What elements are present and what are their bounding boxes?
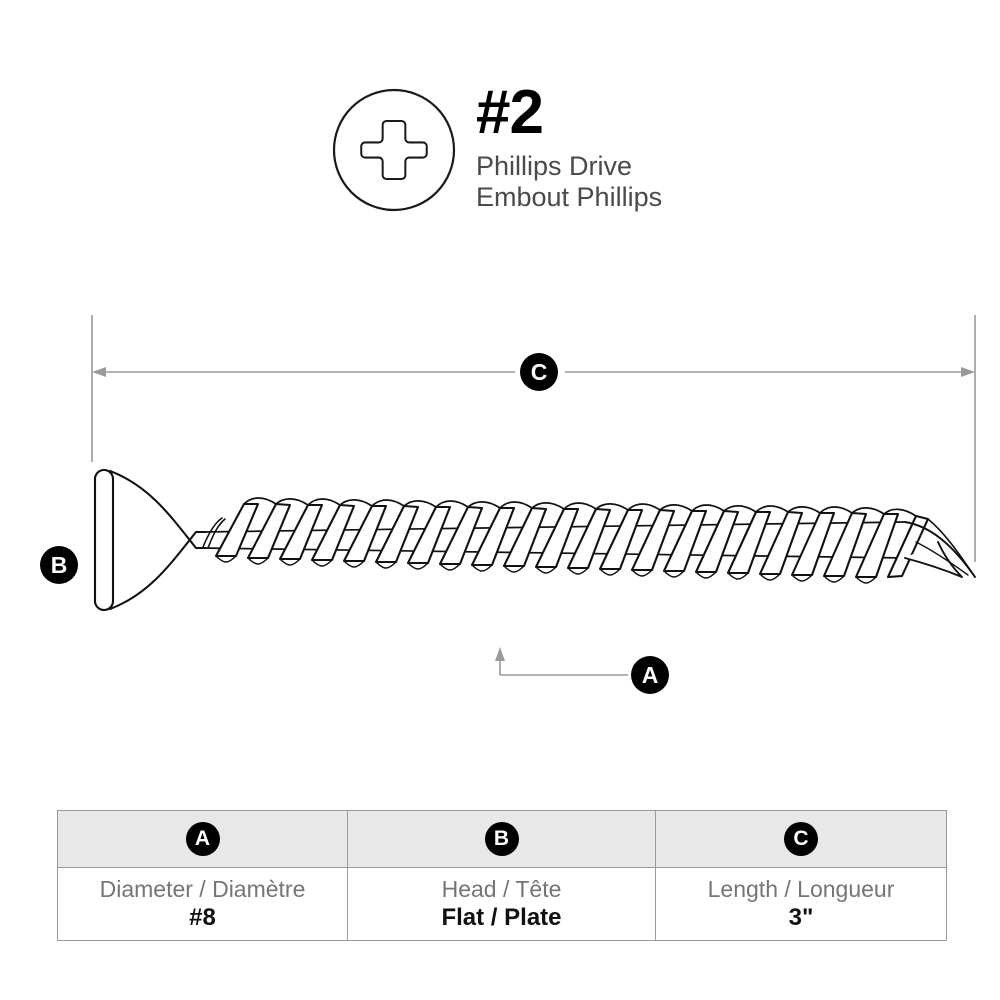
screw-threads	[214, 497, 900, 584]
screw-body	[93, 468, 976, 612]
dimension-line-c	[91, 315, 976, 562]
head-label: Head / Tête	[441, 876, 562, 902]
length-value: 3"	[788, 904, 814, 931]
leader-line-a	[495, 647, 628, 676]
table-badge-b: B	[484, 822, 519, 856]
diameter-label: Diameter / Diamètre	[99, 876, 306, 902]
table-badge-c: C	[784, 822, 818, 856]
length-label: Length / Longueur	[707, 876, 895, 902]
table-badge-a: A	[185, 822, 220, 856]
drive-name-french: Embout Phillips	[476, 182, 663, 212]
drive-type-text: #2 Phillips Drive Embout Phillips	[476, 82, 746, 213]
table-header-row: A B C	[57, 810, 947, 868]
drive-name-english: Phillips Drive	[476, 151, 633, 181]
table-cell-diameter: Diameter / Diamètre #8	[57, 867, 348, 941]
table-cell-head: Head / Tête Flat / Plate	[347, 867, 656, 941]
table-header-cell-b: B	[347, 810, 656, 868]
table-cell-length: Length / Longueur 3"	[655, 867, 947, 941]
callout-badge-a: A	[631, 656, 669, 694]
diameter-value: #8	[189, 904, 216, 931]
phillips-drive-cross-icon	[330, 86, 458, 214]
callout-badge-b: B	[40, 546, 78, 584]
drive-size-label: #2	[476, 78, 544, 147]
callout-badge-c: C	[520, 353, 558, 391]
table-header-cell-c: C	[655, 810, 947, 868]
screw-point	[883, 508, 976, 579]
table-value-row: Diameter / Diamètre #8 Head / Tête Flat …	[57, 867, 947, 941]
head-value: Flat / Plate	[441, 904, 562, 931]
specification-table: A B C Diameter / Diamètre #8 Head / Tête…	[57, 810, 947, 941]
drive-type-block: #2 Phillips Drive Embout Phillips	[330, 82, 750, 227]
screw-diagram	[0, 290, 1000, 720]
table-header-cell-a: A	[57, 810, 348, 868]
